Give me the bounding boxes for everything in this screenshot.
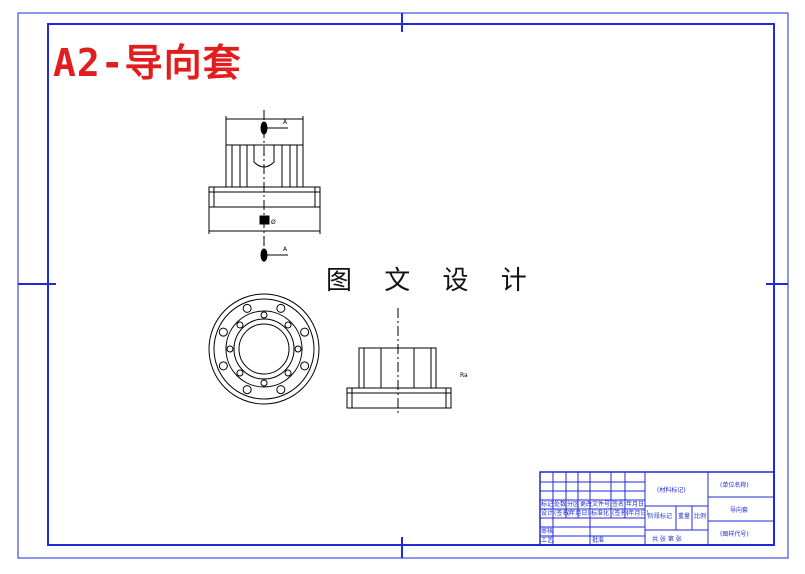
weight-label: 重量: [678, 512, 690, 520]
unit-name: (单位名称): [720, 481, 749, 489]
bolt-hole: [242, 303, 252, 313]
rev-header-count: 处数: [554, 500, 566, 508]
role-standard: 标准化: [591, 509, 609, 517]
section-mark-bottom: A: [283, 246, 288, 253]
material-mark: (材料标记): [657, 486, 686, 494]
bolt-hole: [242, 385, 252, 395]
side-view: [346, 308, 452, 415]
dim-mark: Ø: [271, 219, 276, 226]
scale-label: 比例: [694, 512, 706, 520]
bolt-hole: [300, 361, 310, 371]
inner-hole: [260, 379, 268, 387]
role-audit: 审核: [541, 527, 553, 535]
rev-header-fileno: 更改文件号: [580, 500, 610, 508]
drawing-no: (图样代号): [720, 530, 749, 538]
part-name: 导向套: [730, 506, 748, 514]
inner-hole: [284, 369, 292, 377]
role-process: 工艺: [541, 536, 553, 544]
inner-hole: [236, 369, 244, 377]
inner-hole: [226, 345, 234, 353]
sheet-title: A2-导向套: [53, 41, 242, 85]
sheets-label: 共 张 第 张: [652, 535, 682, 543]
rev-header-date: 年月日: [626, 500, 644, 508]
top-view: [208, 293, 320, 405]
inner-hole: [284, 321, 292, 329]
sign-1: (签名): [554, 509, 571, 517]
watermark-text: 图 文 设 计: [326, 266, 539, 296]
title-block-text: (材料标记) (单位名称) 导向套 (图样代号) 阶段标记 重量 比例 共 张 …: [541, 481, 749, 544]
date-1: (年月日): [567, 509, 590, 517]
bolt-hole: [218, 327, 228, 337]
inner-hole: [260, 311, 268, 319]
bolt-hole: [276, 385, 286, 395]
front-view: [208, 110, 321, 262]
inner-hole: [236, 321, 244, 329]
side-note: Ra: [460, 372, 468, 379]
inner-hole: [294, 345, 302, 353]
rev-header-mark: 标记: [541, 500, 553, 508]
bolt-hole: [300, 327, 310, 337]
rev-header-sign: 签名: [612, 500, 624, 508]
centering-marks: [18, 13, 788, 558]
date-2: (年月日): [626, 509, 649, 517]
section-mark-top: A: [283, 119, 288, 126]
stage-mark: 阶段标记: [648, 512, 672, 520]
role-approve: 批准: [592, 536, 604, 544]
sign-2: (签名): [612, 509, 629, 517]
bolt-hole: [276, 303, 286, 313]
bolt-hole: [218, 361, 228, 371]
rev-header-zone: 分区: [567, 500, 579, 508]
role-designer: 设计: [541, 509, 553, 517]
title-block: [539, 471, 775, 546]
